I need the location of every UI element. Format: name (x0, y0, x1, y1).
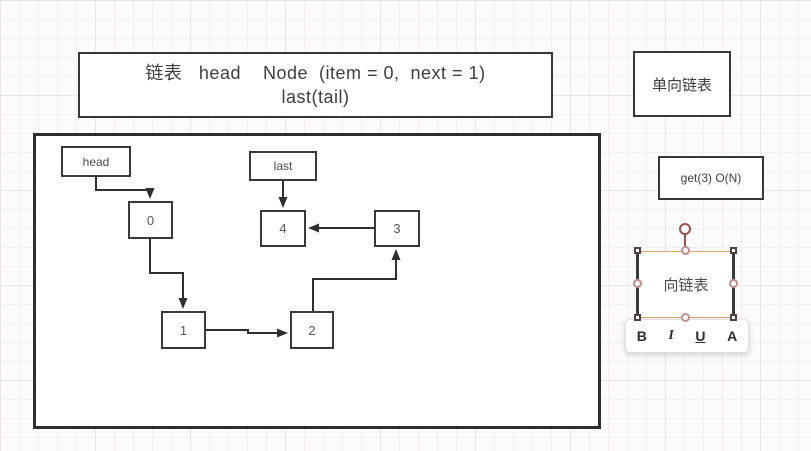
font-color-button[interactable]: A (723, 328, 741, 344)
node-1-label: 1 (179, 322, 188, 338)
node-3-label: 3 (393, 221, 401, 236)
node-0-label: 0 (146, 212, 155, 228)
underline-button[interactable]: U (691, 328, 709, 344)
selected-text-box[interactable]: 向链表 (638, 251, 734, 318)
node-box-2[interactable]: 2 (290, 311, 334, 349)
resize-handle-top-right[interactable] (730, 247, 737, 254)
resize-handle-bottom-right[interactable] (730, 314, 737, 321)
resize-handle-top-left[interactable] (634, 247, 641, 254)
node-box-1[interactable]: 1 (161, 311, 206, 349)
pointer-last-label: last (273, 159, 293, 173)
pointer-box-head[interactable]: head (61, 146, 131, 177)
side-label-box[interactable]: 单向链表 (633, 51, 731, 117)
edges-layer (95, 177, 401, 338)
title-box[interactable]: 链表 head Node (item = 0, next = 1) last(t… (78, 52, 553, 118)
edge-2-to-3[interactable] (312, 249, 401, 311)
complexity-text: get(3) O(N) (680, 171, 742, 185)
resize-handle-top-center[interactable] (681, 246, 690, 255)
resize-handle-middle-right[interactable] (729, 279, 738, 288)
linked-list-diagram-frame[interactable]: head last 0 1 2 3 4 (33, 133, 601, 429)
side-label-text: 单向链表 (651, 76, 712, 94)
node-4-label: 4 (279, 221, 287, 236)
italic-button[interactable]: I (664, 328, 677, 344)
node-box-4[interactable]: 4 (260, 210, 306, 247)
pointer-head-label: head (82, 154, 110, 169)
node-2-label: 2 (308, 322, 316, 338)
node-box-0[interactable]: 0 (128, 201, 173, 239)
edge-1-to-2[interactable] (206, 328, 288, 338)
title-line-2: last(tail) (281, 87, 350, 107)
edge-0-to-1[interactable] (149, 239, 188, 309)
bold-button[interactable]: B (633, 328, 651, 344)
text-format-toolbar: B I U A (625, 319, 749, 353)
rotation-stem (684, 234, 686, 250)
title-line-1: 链表 head Node (item = 0, next = 1) (145, 63, 486, 83)
rotation-handle[interactable] (679, 223, 691, 235)
edge-head-to-0[interactable] (95, 177, 155, 199)
complexity-box[interactable]: get(3) O(N) (658, 156, 764, 200)
selected-text: 向链表 (663, 277, 709, 294)
resize-handle-bottom-left[interactable] (634, 314, 641, 321)
node-box-3[interactable]: 3 (374, 210, 420, 247)
pointer-box-last[interactable]: last (249, 151, 317, 181)
resize-handle-bottom-center[interactable] (681, 313, 690, 322)
resize-handle-middle-left[interactable] (633, 279, 642, 288)
